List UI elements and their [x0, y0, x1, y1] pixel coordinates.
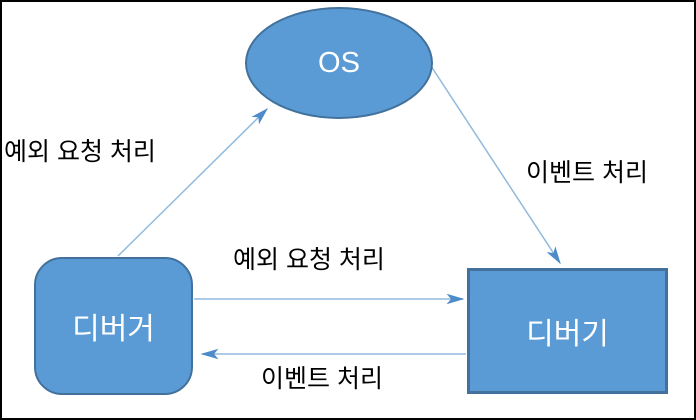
- edge-label-os-to-debuggee: 이벤트 처리: [526, 159, 648, 187]
- node-os-label: OS: [318, 46, 360, 79]
- edge-debugger-to-os: [117, 107, 269, 257]
- edge-label-debuggee-to-debugger: 이벤트 처리: [261, 365, 383, 393]
- edge-label-debugger-to-debuggee: 예외 요청 처리: [233, 246, 385, 274]
- node-debugger-label: 디버거: [72, 313, 155, 346]
- edge-label-debugger-to-os: 예외 요청 처리: [4, 138, 156, 166]
- node-debuggee: 디버기: [467, 268, 668, 394]
- edge-os-to-debuggee: [428, 62, 561, 265]
- node-debugger: 디버거: [34, 257, 193, 395]
- node-os: OS: [245, 7, 433, 119]
- node-debuggee-label: 디버기: [526, 318, 609, 351]
